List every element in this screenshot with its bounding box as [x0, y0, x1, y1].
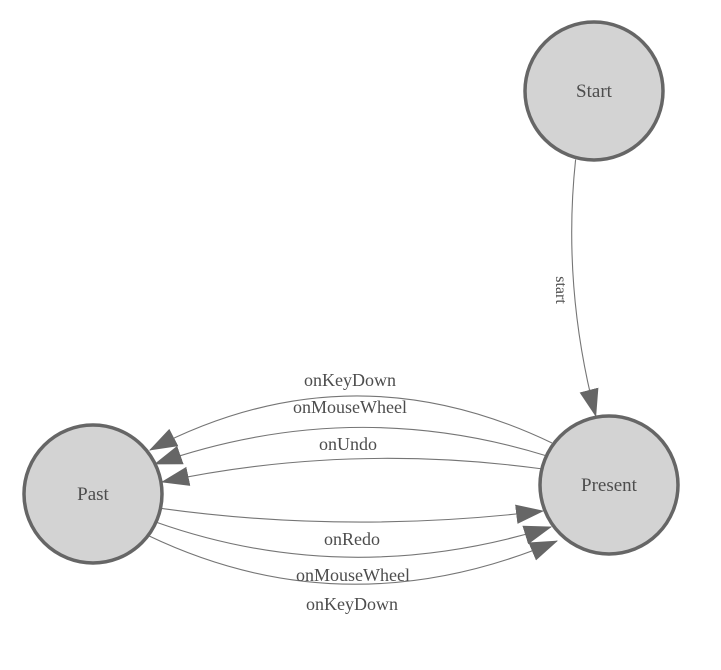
state-label-past: Past [77, 484, 109, 505]
transition-label-past-present-onmousewheel: onMouseWheel [296, 565, 410, 585]
transition-label-present-past-onmousewheel: onMouseWheel [293, 397, 407, 417]
state-circle-present[interactable] [538, 414, 680, 556]
state-circle-start[interactable] [523, 20, 665, 162]
state-circle-past[interactable] [22, 423, 164, 565]
transition-edge-present-past-onkeydown[interactable] [149, 395, 553, 451]
state-label-present: Present [581, 475, 638, 496]
transition-edge-past-present-onredo[interactable] [160, 504, 545, 524]
state-node-present[interactable]: Present [538, 414, 680, 556]
transition-label-past-present-onredo: onRedo [324, 529, 380, 549]
transition-edge-past-present-onkeydown[interactable] [147, 535, 558, 585]
transition-label-past-present-onkeydown: onKeyDown [306, 594, 398, 614]
transition-edge-past-present-onmousewheel[interactable] [155, 521, 553, 558]
transition-label-present-past-onkeydown: onKeyDown [304, 370, 396, 390]
transition-label-start-present-start: start [552, 276, 569, 304]
transition-edge-present-past-onundo[interactable] [160, 457, 544, 486]
state-node-past[interactable]: Past [22, 423, 164, 565]
transition-edge-present-past-onmousewheel[interactable] [153, 426, 548, 465]
transition-edge-start-present-start[interactable] [571, 159, 599, 418]
state-node-start[interactable]: Start [523, 20, 665, 162]
state-label-start: Start [576, 81, 613, 102]
transition-label-present-past-onundo: onUndo [319, 434, 377, 454]
